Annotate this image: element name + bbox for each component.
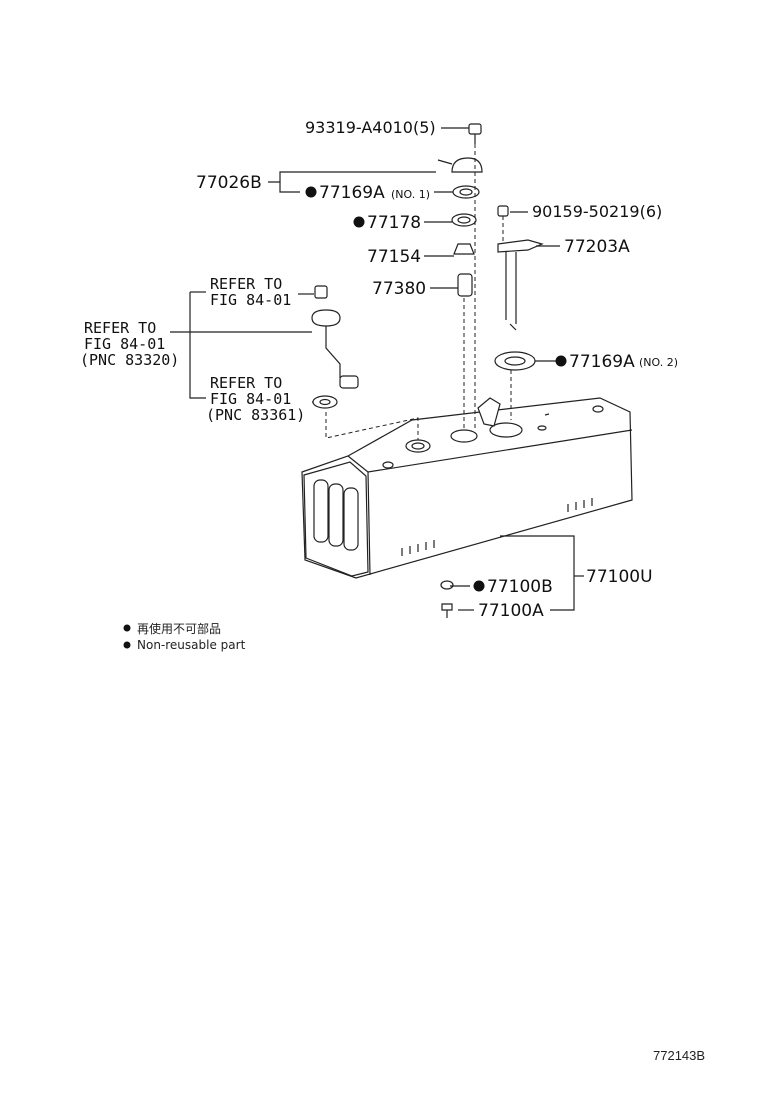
figure-code: 772143B [653, 1048, 705, 1063]
legend-dot-icon [123, 641, 131, 649]
label-no2: (NO. 2) [639, 356, 678, 369]
label-77178: 77178 [367, 213, 421, 233]
label-77100u: 77100U [586, 567, 653, 587]
refer-left-line1: REFER TO [84, 319, 156, 337]
refer-bottom-line1: REFER TO [210, 374, 282, 392]
refer-top-line2: FIG 84-01 [210, 291, 291, 309]
label-77154: 77154 [367, 247, 421, 267]
refer-bottom-line2: FIG 84-01 [210, 390, 291, 408]
legend-japanese: 再使用不可部品 [137, 621, 221, 636]
label-77100b: 77100B [487, 577, 553, 597]
label-77100a: 77100A [478, 601, 544, 621]
leader-lines [170, 127, 584, 611]
fuel-gauge-sender [311, 123, 544, 618]
legend-english: Non-reusable part [137, 638, 246, 652]
label-no1: (NO. 1) [391, 188, 430, 201]
fuel-tank-drawing [301, 397, 633, 579]
alignment-dashes [325, 144, 512, 440]
legend: 再使用不可部品 Non-reusable part [123, 621, 246, 652]
label-77169a-no2: 77169A [569, 352, 635, 372]
non-reusable-dots [305, 186, 567, 592]
refer-left-line3: (PNC 83320) [80, 351, 179, 369]
label-90159-50219: 90159-50219(6) [532, 202, 662, 221]
label-77380: 77380 [372, 279, 426, 299]
label-77026b: 77026B [196, 173, 262, 193]
refer-left-line2: FIG 84-01 [84, 335, 165, 353]
refer-bottom-line3: (PNC 83361) [206, 406, 305, 424]
label-77203a: 77203A [564, 237, 630, 257]
legend-dot-icon [123, 624, 131, 632]
label-77169a-no1: 77169A [319, 183, 385, 203]
refer-top-line1: REFER TO [210, 275, 282, 293]
label-93319-a4010: 93319-A4010(5) [305, 118, 436, 137]
